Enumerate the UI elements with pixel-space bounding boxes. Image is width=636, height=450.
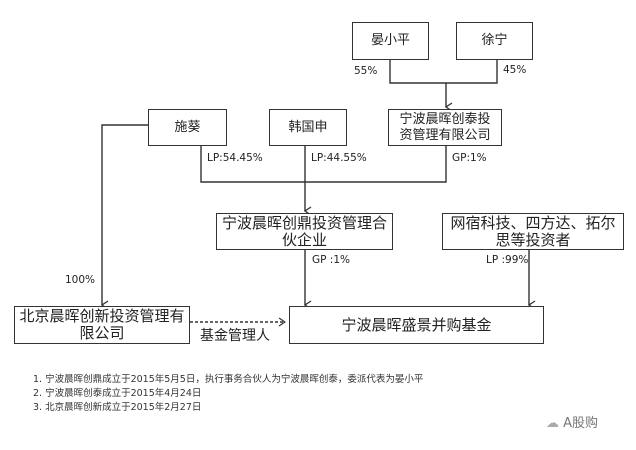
label-yan-pct: 55% (354, 65, 378, 77)
note-3: 3. 北京晨晖创新成立于2015年2月27日 (33, 402, 202, 413)
wechat-icon: ☁ (546, 416, 559, 431)
node-han-guoshen: 韩国申 (269, 109, 347, 146)
node-investors: 网宿科技、四方达、拓尔思等投资者 (442, 213, 624, 250)
node-yan-xiaoping: 晏小平 (352, 22, 429, 60)
label-chuangtai-gp: GP:1% (452, 152, 487, 164)
note-2: 2. 宁波晨晖创泰成立于2015年4月24日 (33, 388, 202, 399)
label-shi-lp: LP:54.45% (207, 152, 263, 164)
label-han-lp: LP:44.55% (311, 152, 367, 164)
node-shi-kui: 施葵 (148, 109, 227, 146)
node-chuangtai: 宁波晨晖创泰投资管理有限公司 (388, 109, 502, 146)
label-xu-pct: 45% (503, 64, 527, 76)
label-fund-manager: 基金管理人 (200, 328, 270, 344)
node-xu-ning: 徐宁 (456, 22, 533, 60)
watermark-text: A股购 (563, 416, 599, 431)
label-shi-beijing: 100% (65, 274, 96, 286)
label-investors-lp: LP :99% (486, 254, 529, 266)
watermark: ☁ A股购 (546, 416, 598, 432)
node-fund: 宁波晨晖盛景并购基金 (289, 306, 544, 344)
node-chuangding: 宁波晨晖创鼎投资管理合伙企业 (216, 213, 393, 250)
label-chuangding-gp: GP :1% (312, 254, 351, 266)
note-1: 1. 宁波晨晖创鼎成立于2015年5月5日，执行事务合伙人为宁波晨晖创泰，委派代… (33, 374, 424, 385)
node-beijing: 北京晨晖创新投资管理有限公司 (14, 306, 190, 344)
